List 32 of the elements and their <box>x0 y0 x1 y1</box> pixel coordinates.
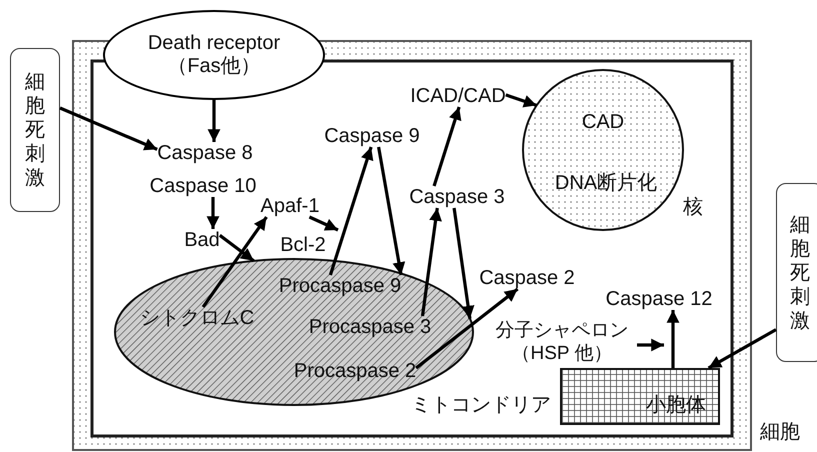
organelle-label: 核 <box>683 196 703 218</box>
arrow <box>708 328 777 370</box>
protein-label: Apaf-1 <box>260 195 320 217</box>
arrow <box>432 106 462 186</box>
protein-label: Caspase 9 <box>324 125 420 147</box>
protein-label: 分子シャペロン（HSP 他） <box>487 320 637 366</box>
stimulus-box: 細胞死刺激 <box>10 48 60 212</box>
arrow <box>208 100 220 142</box>
arrow <box>666 310 680 368</box>
process-label: DNA断片化 <box>554 172 658 194</box>
protein-label: Caspase 3 <box>409 186 505 208</box>
arrow <box>206 197 220 229</box>
protein-label: ICAD/CAD <box>410 85 506 107</box>
arrow <box>637 338 664 352</box>
protein-label: Caspase 2 <box>479 267 575 289</box>
stimulus-box: 細胞死刺激 <box>776 183 817 362</box>
protein-label: Caspase 8 <box>157 142 253 164</box>
arrow <box>202 216 268 308</box>
arrow <box>218 234 255 262</box>
protein-label: Bad <box>184 229 220 251</box>
protein-label: Caspase 12 <box>606 288 712 310</box>
arrow <box>505 93 538 108</box>
arrow <box>308 216 339 232</box>
protein-label: CAD <box>582 111 624 133</box>
arrow <box>377 146 406 276</box>
cell-label: 細胞 <box>760 421 800 443</box>
arrow <box>59 106 158 151</box>
receptor-ellipse: Death receptor （Fas他） <box>103 10 325 100</box>
organelle-label: ミトコンドリア <box>411 394 551 416</box>
protein-label: Bcl-2 <box>280 234 326 256</box>
protein-label: Caspase 10 <box>150 175 256 197</box>
arrow <box>452 208 474 319</box>
